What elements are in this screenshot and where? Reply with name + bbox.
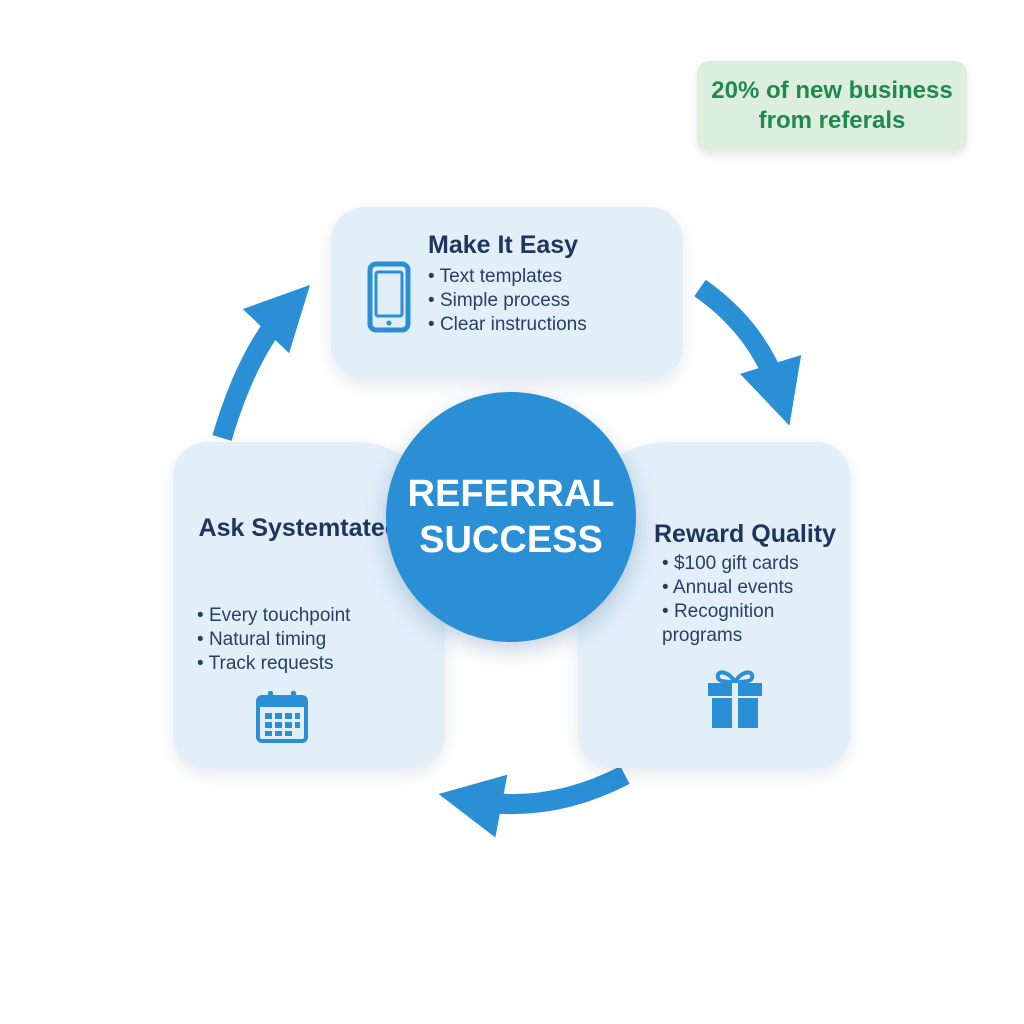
list-item: Text templates (428, 265, 587, 289)
list-item: Annual events (662, 576, 842, 600)
stat-badge: 20% of new business from referals (697, 61, 967, 151)
calendar-icon (256, 691, 308, 743)
list-item: Every touchpoint (197, 604, 351, 628)
center-title: REFERRAL SUCCESS (407, 473, 615, 561)
list-item: Track requests (197, 652, 350, 676)
gift-icon (708, 670, 762, 728)
card-title: Reward Quality (654, 520, 836, 548)
center-circle: REFERRAL SUCCESS (386, 392, 636, 642)
stat-text: 20% of new business from referals (711, 77, 953, 134)
list-item: Simple process (428, 289, 587, 313)
arrow-left-to-top (212, 284, 311, 441)
card-list: Text templates Simple process Clear inst… (428, 265, 587, 337)
card-title: Ask Systemtateely (198, 514, 420, 542)
card-list: Every touchpoint Natural timing Track re… (197, 604, 351, 676)
list-item: $100 gift cards (662, 552, 842, 576)
smartphone-icon (367, 261, 411, 333)
card-list: $100 gift cards Annual events Recognitio… (662, 552, 842, 648)
arrow-right-to-left (438, 766, 630, 838)
arrow-top-to-right (694, 279, 802, 426)
list-item: Natural timing (197, 628, 350, 652)
list-item: Clear instructions (428, 313, 587, 337)
card-make-it-easy: Make It Easy Text templates Simple proce… (331, 207, 683, 379)
list-item: Recognition programs (662, 600, 842, 648)
card-title: Make It Easy (428, 231, 579, 259)
